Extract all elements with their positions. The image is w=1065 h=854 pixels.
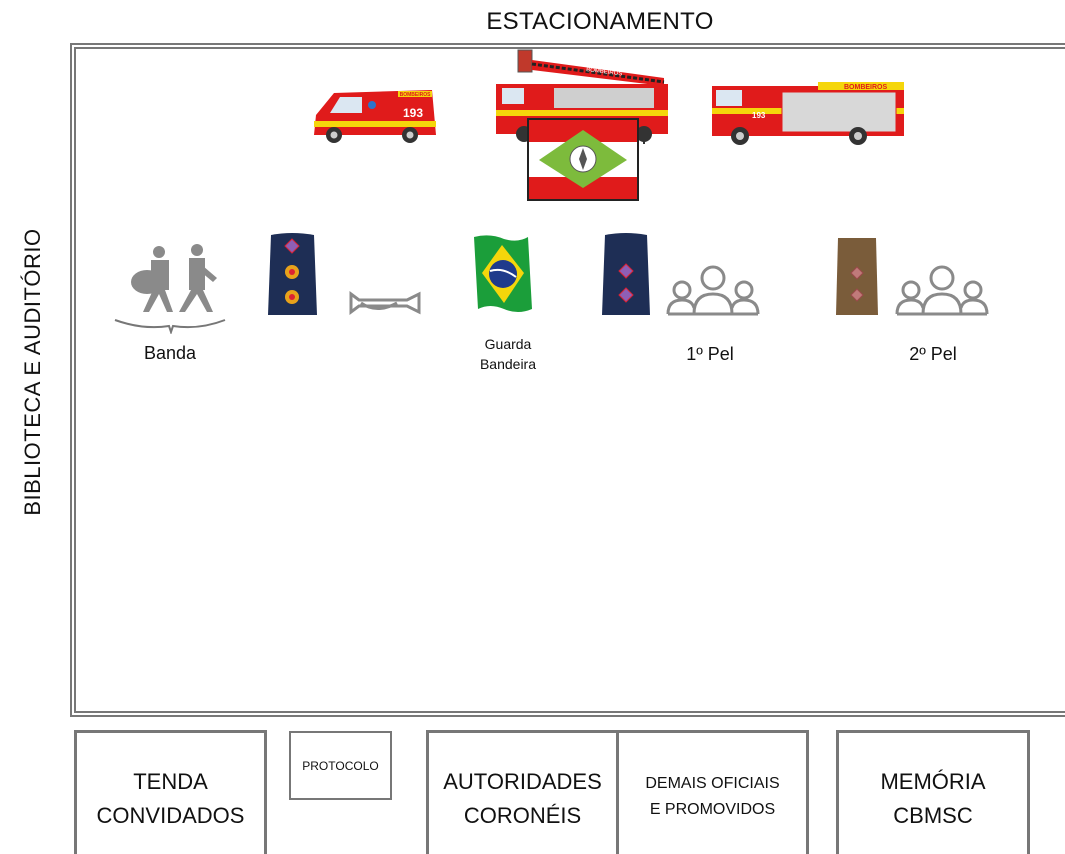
bugle-icon (349, 291, 421, 315)
guests-tent-line1: TENDA (133, 769, 208, 794)
other-officers-line2: E PROMOVIDOS (649, 801, 776, 818)
santa-catarina-flag-icon (527, 118, 639, 201)
platoon-2-label: 2º Pel (909, 344, 957, 364)
flag-guard-label-line2: Bandeira (479, 356, 537, 372)
epaulet-two-stars-icon (602, 233, 650, 315)
fire-truck-icon: BOMBEIROS 193 (712, 82, 904, 145)
truck-number: 193 (752, 111, 766, 120)
flag-guard-label-line1: Guarda (484, 336, 532, 352)
epaulet-brown-icon (836, 238, 878, 315)
protocol-area: PROTOCOLO (289, 731, 392, 800)
epaulet-three-stars-icon (268, 233, 317, 315)
ladder-brand: BOMBEIROS (586, 67, 623, 77)
flag-guard-label: Guarda Bandeira (458, 334, 558, 374)
other-officers-area: DEMAIS OFICIAIS E PROMOVIDOS (616, 730, 809, 854)
memory-line1: MEMÓRIA (880, 769, 986, 794)
band-icon (114, 244, 226, 334)
other-officers-line1: DEMAIS OFICIAIS (645, 775, 780, 792)
ladder-truck-icon: BOMBEIROS (496, 49, 668, 144)
guests-tent-area: TENDA CONVIDADOS (74, 730, 267, 854)
library-auditorium-label: BIBLIOTECA E AUDITÓRIO (20, 228, 45, 516)
platoon-1-people-icon (666, 265, 760, 316)
ambulance-icon: BOMBEIROS 193 (314, 90, 436, 143)
truck-brand: BOMBEIROS (844, 84, 888, 91)
memory-line2: CBMSC (893, 803, 973, 828)
brazil-flag-icon (474, 235, 532, 312)
band-label: Banda (143, 343, 197, 363)
memory-cbmsc-area: MEMÓRIA CBMSC (836, 730, 1030, 854)
authorities-area: AUTORIDADES CORONÉIS (426, 730, 619, 854)
guests-tent-line2: CONVIDADOS (96, 803, 245, 828)
authorities-line2: CORONÉIS (463, 803, 582, 828)
parade-field (70, 43, 1065, 717)
ambulance-number: 193 (403, 106, 423, 120)
ambulance-brand: BOMBEIROS (400, 92, 432, 98)
authorities-line1: AUTORIDADES (443, 769, 602, 794)
platoon-2-people-icon (895, 265, 989, 316)
parking-label: ESTACIONAMENTO (486, 8, 714, 35)
platoon-1-label: 1º Pel (686, 344, 734, 364)
